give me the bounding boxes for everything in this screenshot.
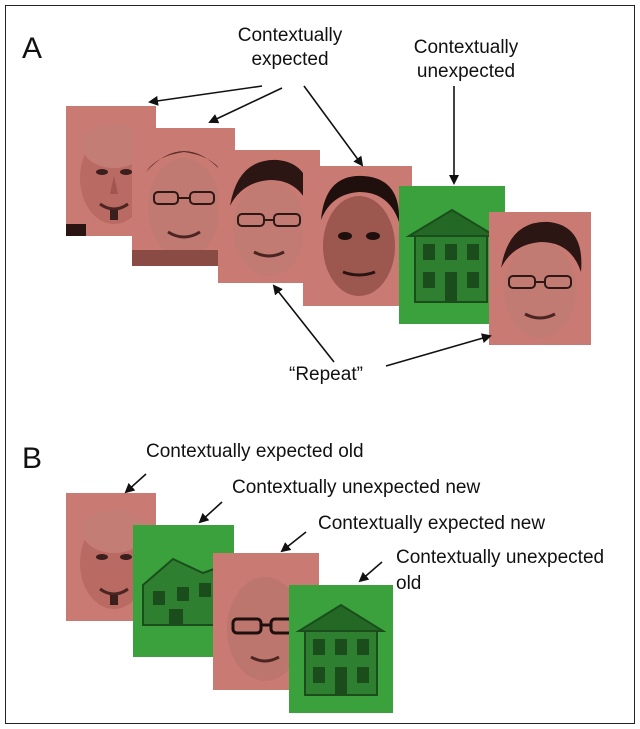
house-image — [399, 186, 505, 324]
figure-frame — [5, 5, 635, 724]
house-drawing — [295, 603, 387, 696]
label-expected-new: Contextually expected new — [318, 513, 546, 534]
label-contextually-unexpected: Contextually unexpected — [396, 36, 536, 84]
face-image-man-glasses — [132, 128, 235, 266]
face-drawing — [66, 124, 148, 236]
face-drawing — [227, 577, 303, 681]
face-drawing — [132, 151, 235, 266]
face-image-dark-hair-man — [303, 166, 412, 306]
face-drawing — [80, 509, 148, 609]
panel-b-letter: B — [22, 442, 43, 475]
label-unexpected-line1: Contextually — [413, 37, 519, 58]
label-contextually-expected: Contextually expected — [222, 24, 358, 72]
house-drawing — [142, 557, 226, 626]
face-image-bald-man-b — [66, 493, 156, 621]
label-expected-line2: expected — [251, 49, 329, 70]
house-drawing — [405, 208, 499, 303]
label-expected-line1: Contextually — [237, 25, 343, 46]
house-image-b2 — [289, 585, 393, 713]
face-drawing — [501, 221, 582, 338]
label-unexpected-old-line1: Contextually unexpected — [396, 547, 605, 568]
label-unexpected-old-line2: old — [396, 573, 422, 594]
face-drawing — [321, 175, 400, 296]
face-drawing — [230, 159, 311, 276]
label-repeat: “Repeat” — [289, 364, 363, 385]
panel-a-letter: A — [22, 32, 43, 65]
face-image-repeat — [489, 212, 591, 345]
label-unexpected-line2: unexpected — [416, 61, 516, 82]
label-unexpected-new: Contextually unexpected new — [232, 477, 481, 498]
label-expected-old: Contextually expected old — [146, 441, 364, 462]
